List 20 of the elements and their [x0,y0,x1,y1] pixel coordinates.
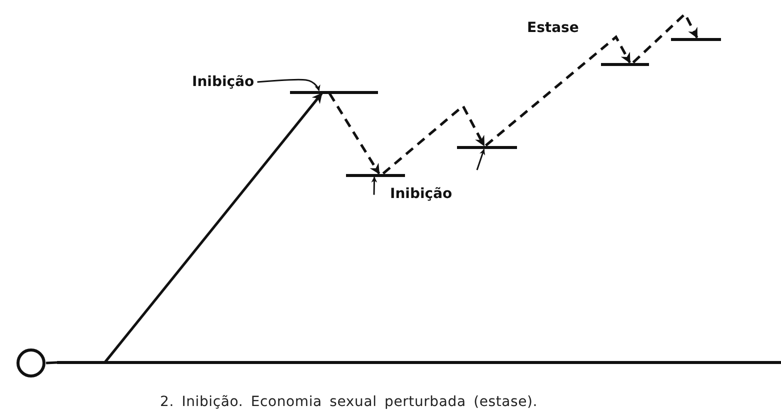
arrow [104,92,323,364]
caption: 2. Inibição. Economia sexual perturbada (estase). [160,394,538,410]
level-bar [290,90,378,94]
stasis-label: Estase [527,20,579,36]
arrow [328,92,380,174]
inhibition-label: Inibição [374,186,452,202]
level-bar [457,146,517,148]
inhibition-label: Inibição [192,74,254,90]
leader-arrow [476,148,486,170]
connector-line [46,361,58,364]
leader-arrow [257,78,320,92]
arrow [632,12,698,64]
leader-arrow [371,176,378,195]
arrow [382,104,486,174]
level-bar [601,62,649,66]
baseline [57,361,781,364]
origin-circle [16,348,46,378]
level-bar [671,38,721,40]
level-bar [346,174,405,176]
arrow [484,34,631,146]
